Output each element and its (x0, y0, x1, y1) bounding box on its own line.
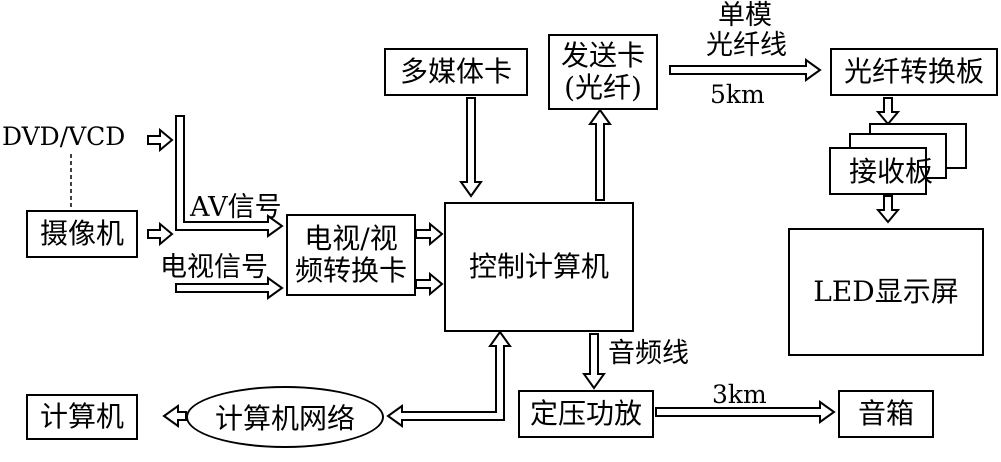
arrow-control-network (386, 330, 512, 428)
arrow-control-up (588, 108, 612, 201)
camera-box: 摄像机 (26, 210, 138, 258)
led-screen-box: LED显示屏 (788, 228, 984, 356)
receive-stack-front (829, 147, 927, 195)
arrow-speaker-right (655, 400, 836, 424)
arrow-tv-signal (175, 276, 284, 300)
computer-box: 计算机 (26, 394, 138, 440)
fiber-label-line-1: 单模 (718, 0, 772, 31)
computer-network-ellipse: 计算机网络 (186, 386, 384, 448)
send-card-line-2: (光纤) (564, 71, 642, 104)
audio-line-label: 音频线 (608, 338, 689, 369)
fiber-converter-label: 光纤转换板 (843, 54, 984, 88)
speaker-label: 音箱 (857, 396, 914, 430)
control-computer-box: 控制计算机 (444, 202, 634, 332)
audio-distance-label: 3km (712, 380, 767, 409)
arrow-av-signal (175, 115, 284, 238)
arrow-tvcard-control-1 (415, 221, 444, 247)
led-screen-label: LED显示屏 (813, 274, 959, 308)
computer-label: 计算机 (39, 399, 124, 433)
camera-label: 摄像机 (39, 216, 124, 250)
multimedia-card-label: 多媒体卡 (399, 54, 512, 88)
control-computer-label: 控制计算机 (468, 249, 609, 283)
arrow-fiber-right (669, 58, 822, 82)
amplifier-box: 定压功放 (518, 390, 654, 438)
tv-video-card-line-1: 电视/视 (304, 221, 398, 255)
arrow-receive-down (875, 195, 901, 224)
arrow-camera-right (147, 221, 174, 247)
arrow-dvd-right (147, 127, 174, 153)
computer-network-label: 计算机网络 (214, 402, 355, 435)
arrow-tvcard-control-2 (415, 271, 444, 297)
speaker-box: 音箱 (838, 390, 934, 438)
arrow-multimedia-down (459, 97, 483, 198)
dvd-vcd-label: DVD/VCD (2, 122, 126, 151)
arrow-audio-down (582, 333, 606, 390)
tv-signal-label: 电视信号 (160, 252, 268, 283)
fiber-label-line-2: 光纤线 (706, 30, 787, 61)
send-card-box: 发送卡 (光纤) (548, 34, 658, 110)
multimedia-card-box: 多媒体卡 (384, 48, 528, 96)
arrow-converter-down (875, 97, 901, 126)
fiber-distance-label: 5km (710, 80, 765, 109)
send-card-line-1: 发送卡 (560, 38, 645, 72)
fiber-converter-box: 光纤转换板 (830, 48, 998, 96)
receive-card-label: 接收板 (848, 155, 933, 188)
arrow-to-computer (162, 404, 187, 428)
amplifier-label: 定压功放 (529, 396, 642, 430)
av-signal-label: AV信号 (190, 192, 282, 223)
tv-video-card-box: 电视/视 频转换卡 (286, 214, 416, 296)
tv-video-card-line-2: 频转换卡 (294, 254, 407, 287)
